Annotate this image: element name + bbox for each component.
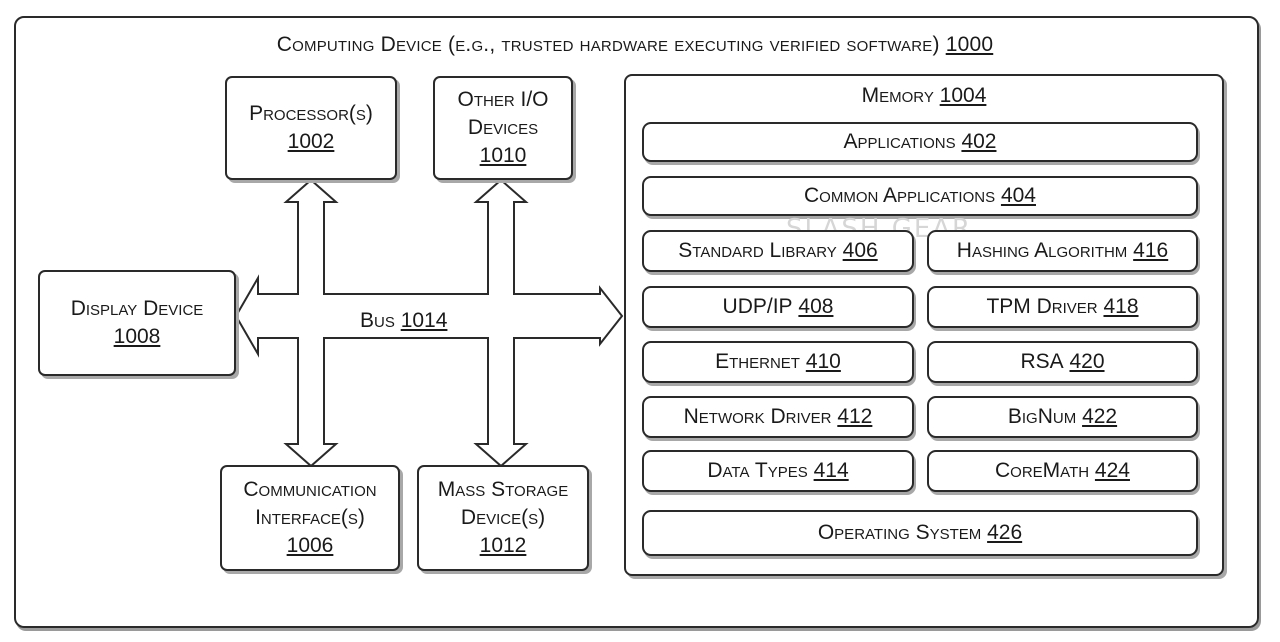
bus-label: Bus 1014 (360, 309, 447, 333)
module-ref: 414 (813, 459, 849, 482)
module-udp-ip: UDP/IP 408 (642, 286, 914, 328)
comm-ref: 1006 (286, 534, 334, 557)
module-label: TPM Driver (986, 295, 1098, 318)
bus-arrow-shape (234, 178, 624, 468)
memory-ref: 1004 (939, 84, 987, 107)
module-ref: 416 (1133, 239, 1169, 262)
bus-text: Bus (360, 309, 395, 332)
display-device-box: Display Device 1008 (38, 270, 236, 376)
applications-ref: 402 (961, 130, 997, 153)
module-bignum: BigNum 422 (927, 396, 1198, 438)
processor-ref: 1002 (287, 130, 335, 153)
mass-ref: 1012 (479, 534, 527, 557)
other-io-label-1: Other I/O (457, 88, 549, 111)
mass-label-1: Mass Storage (437, 478, 569, 501)
common-applications-label: Common Applications (804, 184, 996, 207)
other-io-box: Other I/O Devices 1010 (433, 76, 573, 180)
other-io-label-2: Devices (467, 116, 539, 139)
module-standard-library: Standard Library 406 (642, 230, 914, 272)
processor-label: Processor(s) (249, 102, 373, 125)
module-ref: 418 (1103, 295, 1139, 318)
module-label: Standard Library (678, 239, 837, 262)
mass-label-2: Device(s) (460, 506, 546, 529)
operating-system-ref: 426 (987, 521, 1023, 544)
display-label: Display Device (70, 297, 204, 320)
communication-interface-box: Communication Interface(s) 1006 (220, 465, 400, 571)
module-label: Network Driver (683, 405, 832, 428)
mass-storage-box: Mass Storage Device(s) 1012 (417, 465, 589, 571)
computing-device-frame (14, 16, 1259, 628)
module-ref: 422 (1082, 405, 1118, 428)
module-ethernet: Ethernet 410 (642, 341, 914, 383)
module-ref: 410 (805, 350, 841, 373)
common-applications-module: Common Applications 404 (642, 176, 1198, 216)
bus-ref: 1014 (400, 309, 448, 332)
common-applications-ref: 404 (1000, 184, 1036, 207)
module-hashing-algorithm: Hashing Algorithm 416 (927, 230, 1198, 272)
other-io-ref: 1010 (479, 144, 527, 167)
module-ref: 420 (1069, 350, 1105, 373)
module-label: UDP/IP (722, 295, 793, 318)
module-network-driver: Network Driver 412 (642, 396, 914, 438)
module-rsa: RSA 420 (927, 341, 1198, 383)
memory-title: Memory 1004 (624, 84, 1224, 108)
module-data-types: Data Types 414 (642, 450, 914, 492)
module-label: Hashing Algorithm (956, 239, 1128, 262)
operating-system-module: Operating System 426 (642, 510, 1198, 556)
operating-system-label: Operating System (817, 521, 982, 544)
display-ref: 1008 (113, 325, 161, 348)
processor-box: Processor(s) 1002 (225, 76, 397, 180)
module-ref: 408 (798, 295, 834, 318)
title-text: Computing Device (e.g., trusted hardware… (276, 33, 940, 56)
comm-label-1: Communication (243, 478, 377, 501)
module-label: Data Types (707, 459, 808, 482)
module-label: CoreMath (995, 459, 1090, 482)
comm-label-2: Interface(s) (255, 506, 365, 529)
module-ref: 406 (842, 239, 878, 262)
diagram-title: Computing Device (e.g., trusted hardware… (0, 33, 1270, 57)
module-ref: 424 (1094, 459, 1130, 482)
module-label: RSA (1020, 350, 1064, 373)
module-tpm-driver: TPM Driver 418 (927, 286, 1198, 328)
title-ref: 1000 (945, 33, 994, 56)
applications-label: Applications (843, 130, 956, 153)
memory-label: Memory (861, 84, 934, 107)
module-ref: 412 (837, 405, 873, 428)
module-coremath: CoreMath 424 (927, 450, 1198, 492)
applications-module: Applications 402 (642, 122, 1198, 162)
module-label: Ethernet (715, 350, 800, 373)
module-label: BigNum (1007, 405, 1077, 428)
